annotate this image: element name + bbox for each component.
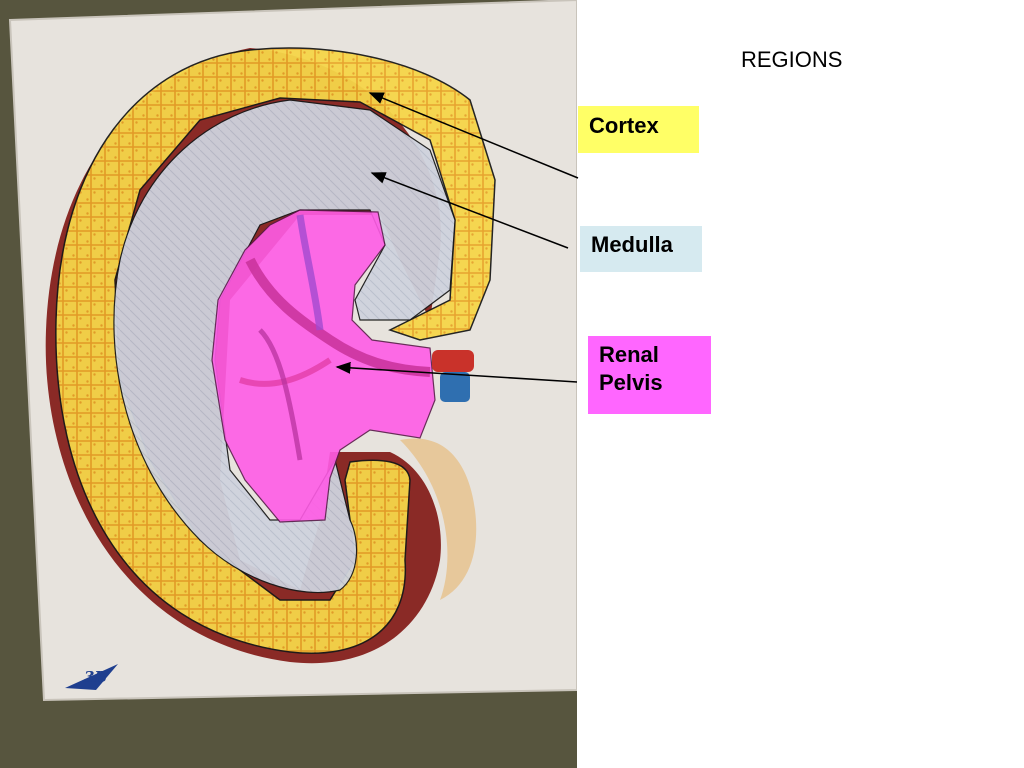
kidney-model-photo: 3B	[0, 0, 577, 768]
renal-pelvis-label-line2: Pelvis	[599, 370, 663, 395]
medulla-label-text: Medulla	[591, 232, 673, 257]
medulla-label: Medulla	[580, 226, 702, 272]
logo-triangle	[65, 664, 118, 690]
renal-pelvis-label: Renal Pelvis	[588, 336, 711, 414]
page-title: REGIONS	[741, 47, 843, 72]
logo-text: 3B	[84, 668, 107, 686]
cortex-label: Cortex	[578, 106, 699, 153]
renal-pelvis-label-line1: Renal	[599, 342, 659, 367]
cortex-label-text: Cortex	[589, 113, 659, 138]
